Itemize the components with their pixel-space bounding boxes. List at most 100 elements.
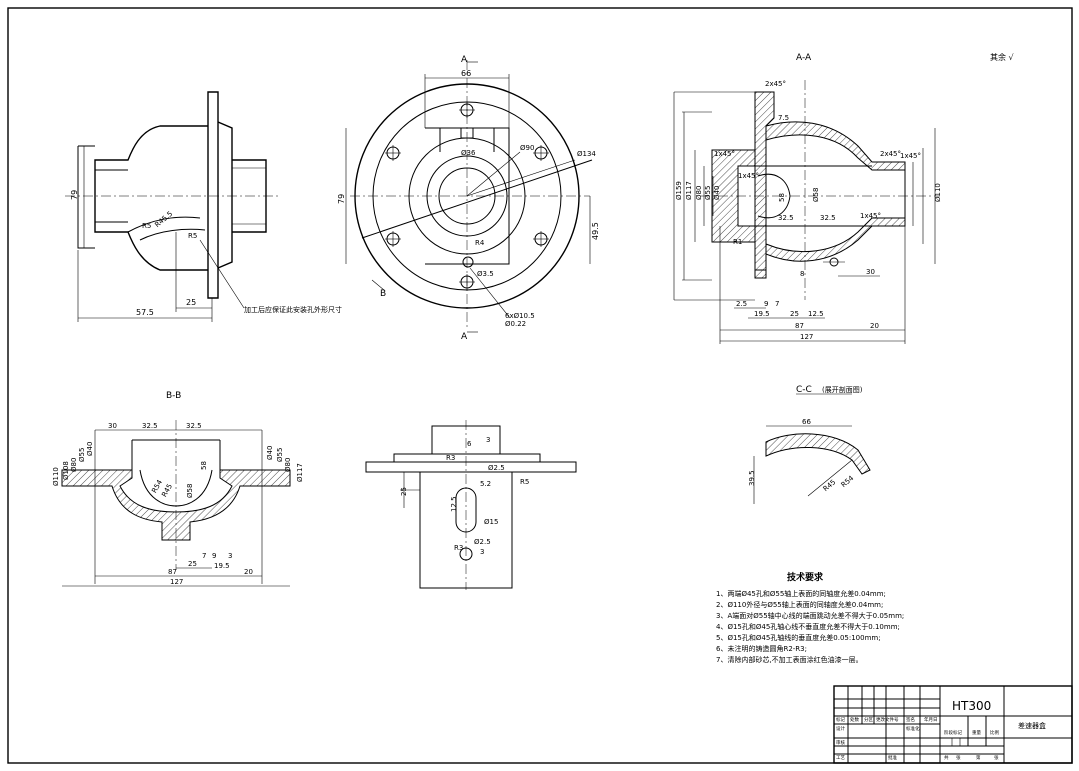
dim-aa-20: 20 xyxy=(870,322,879,330)
install-hole-note: 加工后应保证此安装孔外形尺寸 xyxy=(244,305,342,314)
cut-mark-a-top: A xyxy=(461,55,468,65)
dim-r45-5-front: R45.5 xyxy=(153,210,174,229)
dim-r4: R4 xyxy=(475,239,485,247)
tb-process: 工艺 xyxy=(836,755,845,761)
dim-d134: Ø134 xyxy=(577,150,596,158)
requirement-3: 3、A端面对Ø55轴中心线的端面跳动允差不得大于0.05mm; xyxy=(716,612,905,620)
dim-bb-19-5: 19.5 xyxy=(214,562,230,570)
dim-pin-6: 6 xyxy=(467,440,472,448)
requirement-2: 2、Ø110外径与Ø55轴上表面的同轴度允差0.04mm; xyxy=(716,601,884,609)
dim-bb-d55: Ø55 xyxy=(78,448,86,462)
dim-d36: Ø36 xyxy=(461,149,476,157)
dim-6xd10-5: 6xØ10.5 xyxy=(505,312,535,320)
section-bb-label: B-B xyxy=(166,391,181,401)
dim-r5-front: R5 xyxy=(142,222,151,230)
material: HT300 xyxy=(952,699,991,713)
bolt-holes xyxy=(385,102,549,290)
tb-weight: 重量 xyxy=(972,729,981,736)
dim-aa-d80: Ø80 xyxy=(695,186,703,200)
dim-bb-d80r: Ø80 xyxy=(284,458,292,472)
dim-bb-87: 87 xyxy=(168,568,177,576)
dim-aa-d117: Ø117 xyxy=(685,181,693,200)
tb-design: 设计 xyxy=(836,725,845,732)
dim-aa-127: 127 xyxy=(800,333,813,341)
dim-pin-d2-5b: Ø2.5 xyxy=(474,538,491,546)
dim-pin-3: 3 xyxy=(486,436,490,444)
tb-label-0: 标记 xyxy=(836,716,845,723)
part-name: 差速器盒 xyxy=(1018,721,1046,730)
dim-aa-7-5: 7.5 xyxy=(778,114,789,122)
front-view: 79 25 57.5 R5 R45.5 R5 加工后应保证此安装孔外形尺寸 xyxy=(65,91,342,322)
dim-d90: Ø90 xyxy=(520,144,534,152)
requirements-title: 技术要求 xyxy=(787,573,824,583)
dim-cc-66: 66 xyxy=(802,418,811,426)
dim-aa-d110: Ø110 xyxy=(934,183,942,202)
dim-aa-r1: R1 xyxy=(733,238,742,246)
tb-stage: 阶段标记 xyxy=(944,729,962,736)
roughness-note: 其余 √ xyxy=(990,52,1015,62)
dim-bb-d108: Ø108 xyxy=(62,461,70,480)
dim-d3-5: Ø3.5 xyxy=(477,270,494,278)
tb-standard: 标准化 xyxy=(906,725,920,732)
tb-sheet-total: 共 xyxy=(944,754,949,761)
requirement-7: 7、清除内部砂芯,不加工表面涂红色油漆一层。 xyxy=(716,656,863,664)
dim-r5b-front: R5 xyxy=(188,232,197,240)
tb-label-4: 签名 xyxy=(906,716,915,723)
dim-pin-r5: R5 xyxy=(520,478,529,486)
dim-aa-58: 58 xyxy=(778,193,786,202)
dim-cc-r45: R45 xyxy=(822,478,838,493)
tb-label-1: 处数 xyxy=(850,716,859,723)
dim-aa-12-5: 12.5 xyxy=(808,310,824,318)
dim-aa-32-5b: 32.5 xyxy=(820,214,836,222)
section-aa-label: A-A xyxy=(796,53,812,63)
dim-cc-r54: R54 xyxy=(840,474,856,489)
dim-pin-25: 25 xyxy=(400,487,408,496)
dim-aa-2-5: 2.5 xyxy=(736,300,747,308)
dim-pin-5-2: 5.2 xyxy=(480,480,491,488)
dim-bb-d110: Ø110 xyxy=(52,467,60,486)
dim-bb-32-5a: 32.5 xyxy=(142,422,158,430)
dim-aa-d58b: Ø58 xyxy=(812,188,820,202)
dim-pin-r3b: R3 xyxy=(454,544,463,552)
section-cc-note: (展开剖面图) xyxy=(822,385,863,394)
dim-bb-58: 58 xyxy=(200,461,208,470)
dim-aa-2x45b: 2x45° xyxy=(880,150,901,158)
top-view: 66 A A 79 Ø36 Ø90 Ø134 49.5 R4 Ø3.5 6xØ1… xyxy=(337,55,600,342)
dim-pin-d15: Ø15 xyxy=(484,518,498,526)
dim-aa-25: 25 xyxy=(790,310,799,318)
dim-bb-d40r: Ø40 xyxy=(266,446,274,460)
cut-mark-a-bottom: A xyxy=(461,332,468,342)
dim-57-5-front: 57.5 xyxy=(136,308,154,317)
requirement-5: 5、Ø15孔和Ø45孔轴线的垂直度允差0.05:100mm; xyxy=(716,634,881,642)
title-block: HT300 差速器盒 标记 处数 分区 更改文件号 签名 年月日 设计 标准化 … xyxy=(833,685,1073,764)
dim-hole-tol: Ø0.22 xyxy=(505,320,526,328)
dim-cc-39-5: 39.5 xyxy=(748,470,756,486)
dim-aa-87: 87 xyxy=(795,322,804,330)
dim-bb-127: 127 xyxy=(170,578,183,586)
dim-bb-d80: Ø80 xyxy=(70,458,78,472)
dim-aa-30: 30 xyxy=(866,268,875,276)
requirement-6: 6、未注明的铸造圆角R2-R3; xyxy=(716,645,807,653)
dim-pin-12-5: 12.5 xyxy=(450,496,458,512)
dim-aa-d40: Ø40 xyxy=(713,186,721,200)
dim-bb-32-5b: 32.5 xyxy=(186,422,202,430)
section-bb: B-B 30 32.5 32.5 Ø110 Ø108 Ø80 Ø55 Ø40 5… xyxy=(52,391,304,587)
dim-49-5: 49.5 xyxy=(591,222,600,240)
dim-aa-7: 7 xyxy=(775,300,779,308)
dim-pin-3b: 3 xyxy=(480,548,484,556)
dim-aa-32-5a: 32.5 xyxy=(778,214,794,222)
tb-sheet-unit2: 张 xyxy=(994,754,999,761)
dim-bb-30: 30 xyxy=(108,422,117,430)
dim-pin-r3: R3 xyxy=(446,454,455,462)
dim-bb-d117: Ø117 xyxy=(296,463,304,482)
dim-bb-d58b: Ø58 xyxy=(186,484,194,498)
dim-aa-1x45c: 1x45° xyxy=(900,152,921,160)
tb-label-5: 年月日 xyxy=(924,716,938,723)
tb-label-3: 更改文件号 xyxy=(876,716,899,723)
sheet-border xyxy=(7,7,1073,764)
dim-aa-19-5: 19.5 xyxy=(754,310,770,318)
tb-scale: 比例 xyxy=(990,729,999,736)
dim-aa-d55: Ø55 xyxy=(704,186,712,200)
tb-label-2: 分区 xyxy=(864,716,873,723)
